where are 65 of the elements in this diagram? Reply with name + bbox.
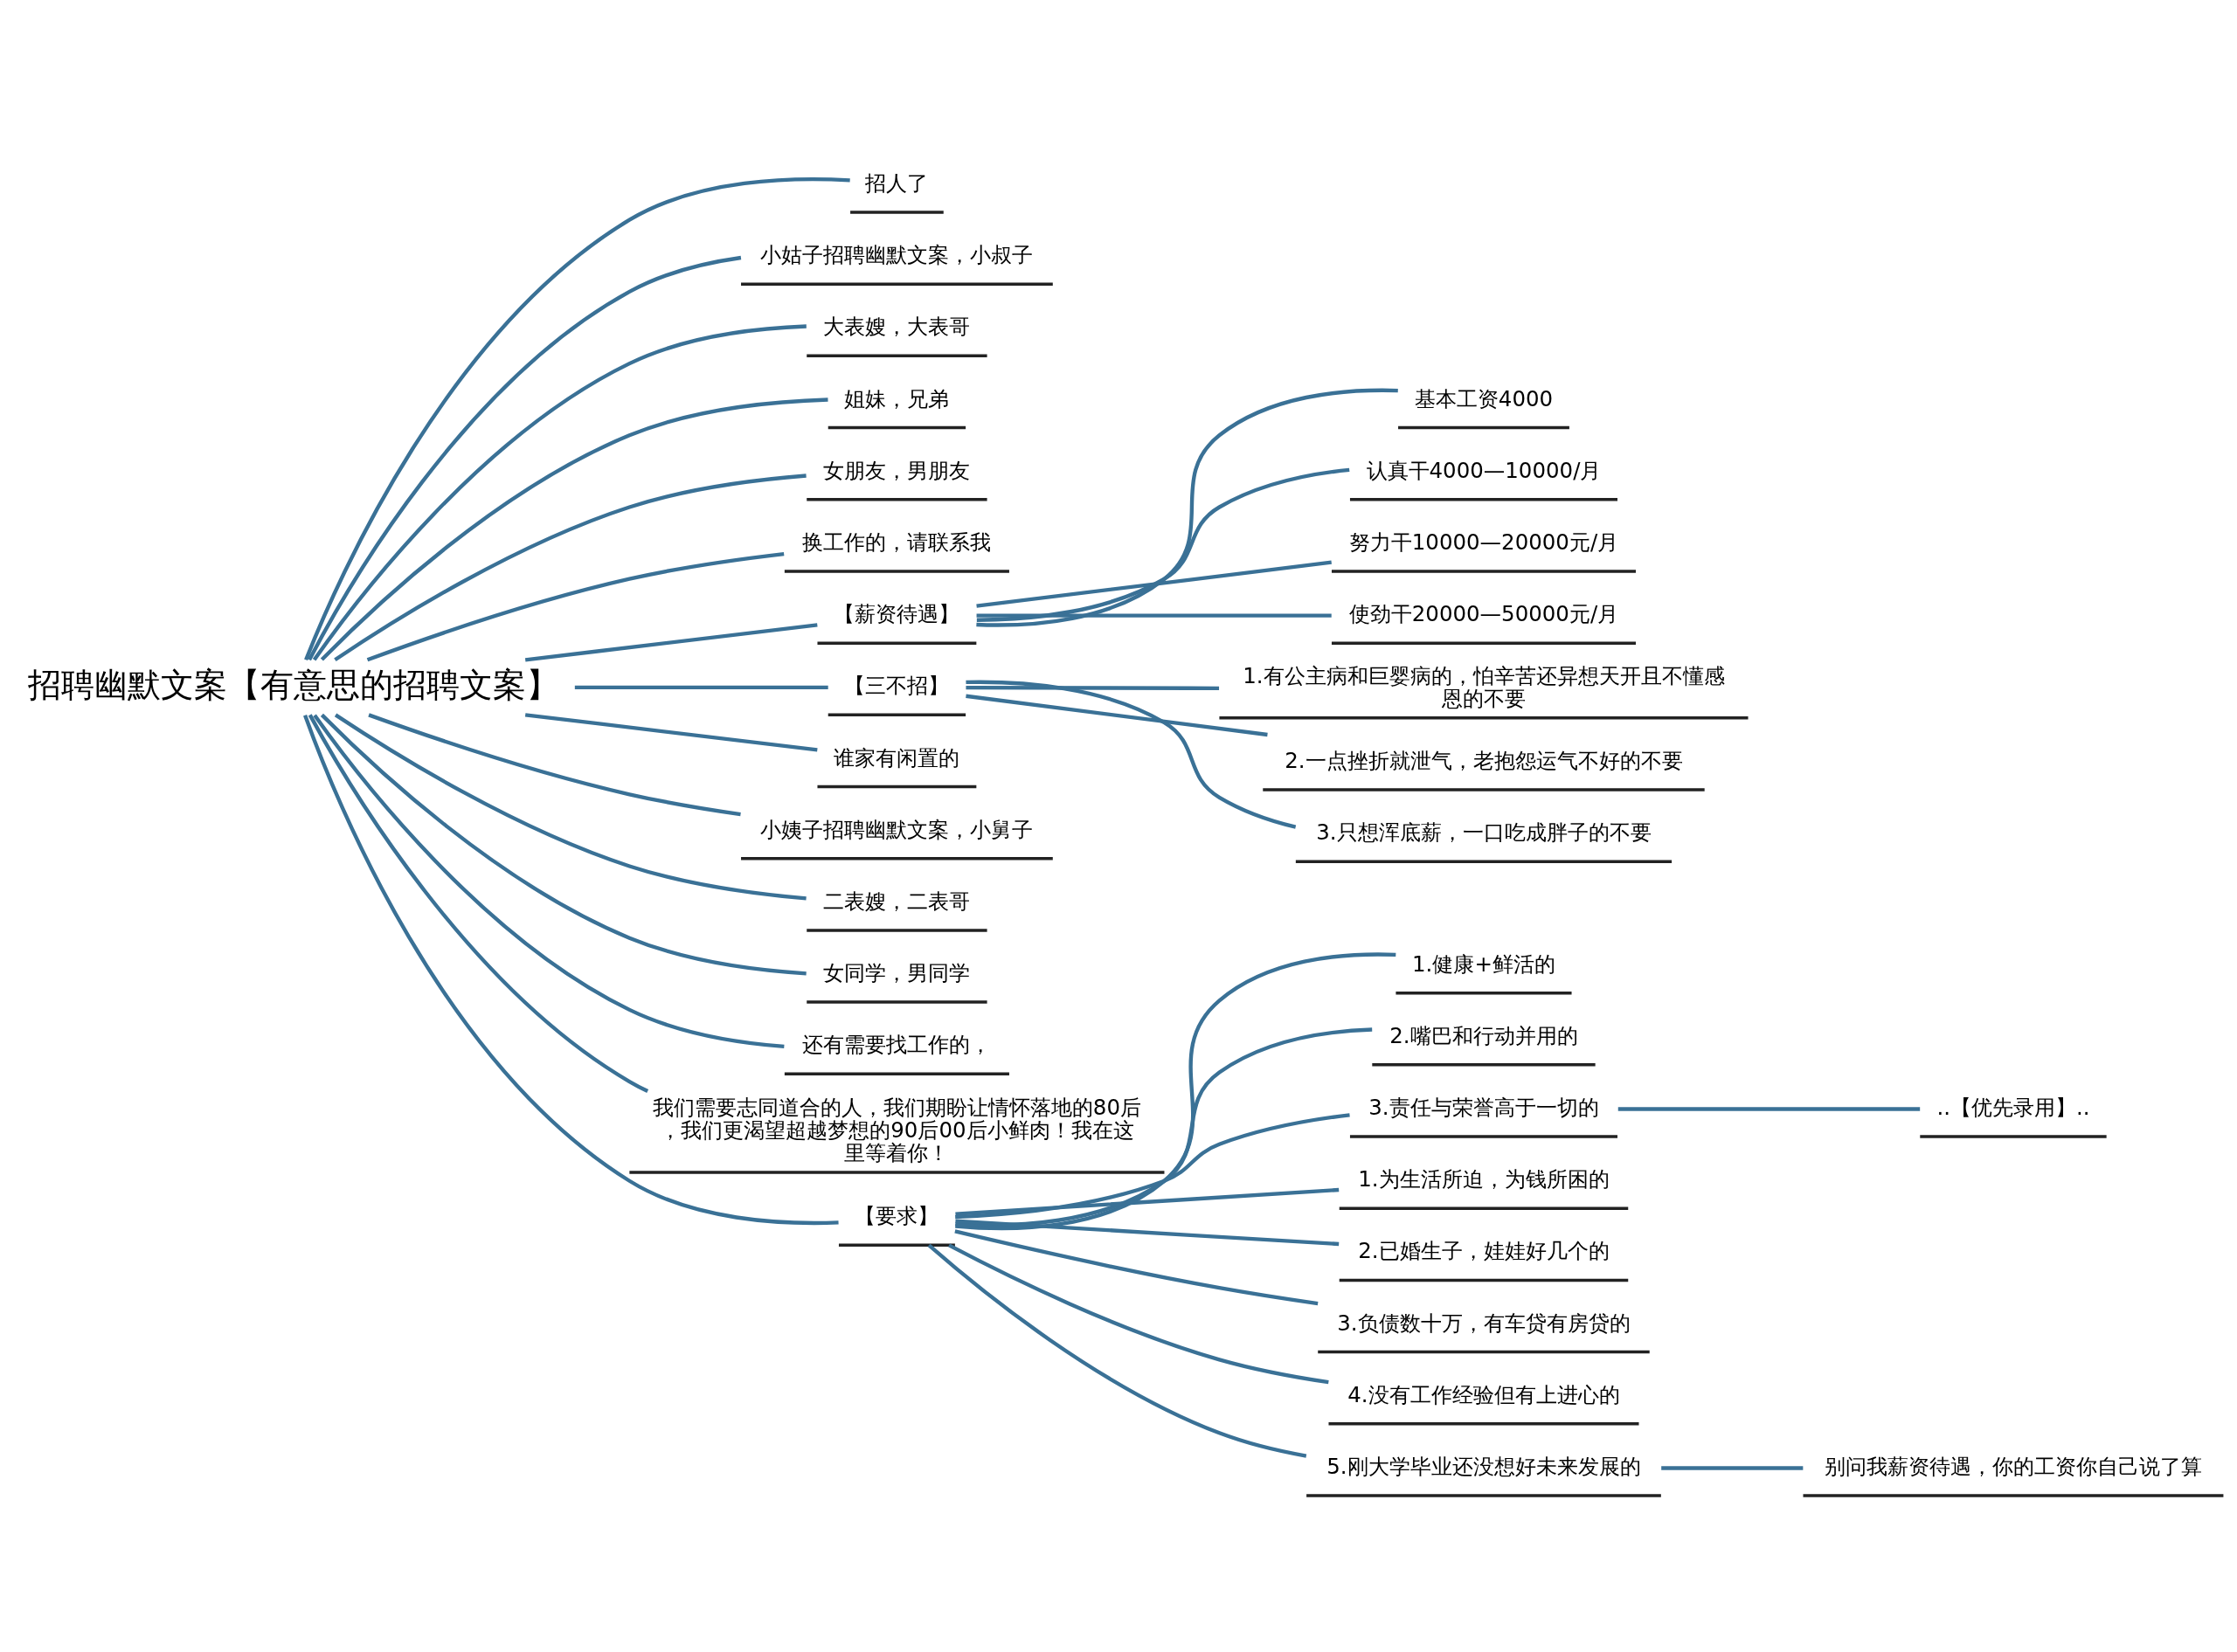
node-text: 小姑子招聘幽默文案，小叔子 xyxy=(760,241,1034,267)
connector xyxy=(976,560,1332,608)
connector xyxy=(927,1243,1307,1458)
node-text: 谁家有闲置的 xyxy=(834,744,960,771)
connector xyxy=(304,176,850,660)
node-text: 5.刚大学毕业还没想好未来发展的 xyxy=(1326,1453,1641,1479)
connector xyxy=(303,714,839,1225)
connector xyxy=(955,1026,1373,1227)
node-text: 【要求】 xyxy=(855,1202,939,1228)
connector xyxy=(955,1112,1350,1219)
connector xyxy=(955,1187,1340,1216)
connector xyxy=(954,1228,1319,1305)
connector xyxy=(334,473,807,661)
connector xyxy=(976,612,1332,618)
connector xyxy=(966,694,1268,736)
connector xyxy=(308,713,649,1093)
node-text: 招人了 xyxy=(865,169,929,196)
node-text: 使劲干20000—50000元/月 xyxy=(1348,600,1619,626)
node-text: 招聘幽默文案【有意思的招聘文案】 xyxy=(28,664,560,704)
node-text: 2.嘴巴和行动并用的 xyxy=(1389,1022,1578,1048)
connector xyxy=(574,685,828,689)
connector xyxy=(320,397,828,661)
node-text: 女朋友，男朋友 xyxy=(823,457,971,483)
node-text: 1.有公主病和巨婴病的，怕辛苦还异想天开且不懂感恩的不要 xyxy=(1243,662,1725,711)
node-text: 1.健康+鲜活的 xyxy=(1412,950,1555,977)
node-text: 2.已婚生子，娃娃好几个的 xyxy=(1358,1237,1610,1263)
connector xyxy=(366,551,785,661)
connector xyxy=(966,680,1297,829)
node-text: 努力干10000—20000元/月 xyxy=(1348,529,1619,555)
node-text: 还有需要找工作的， xyxy=(802,1031,992,1057)
connector xyxy=(368,712,741,816)
connector xyxy=(312,323,807,660)
connector xyxy=(955,951,1396,1230)
node-text: 我们需要志同道合的人，我们期盼让情怀落地的80后，我们更渴望超越梦想的90后00后小鲜肉！我在这里等着你！ xyxy=(652,1094,1141,1165)
connector xyxy=(308,255,742,660)
connector xyxy=(966,685,1220,690)
node-text: 1.为生活所迫，为钱所困的 xyxy=(1358,1165,1610,1192)
connector xyxy=(313,714,785,1048)
node-text: 别问我薪资待遇，你的工资你自己说了算 xyxy=(1824,1453,2202,1479)
node-text: 小姨子招聘幽默文案，小舅子 xyxy=(760,816,1034,842)
node-text: 姐妹，兄弟 xyxy=(844,385,950,411)
connector xyxy=(334,713,807,901)
connector xyxy=(524,622,818,662)
node-text: 二表嫂，二表哥 xyxy=(823,888,971,914)
node-text: 3.只想浑底薪，一口吃成胖子的不要 xyxy=(1316,819,1652,845)
node-text: 4.没有工作经验但有上进心的 xyxy=(1347,1381,1620,1407)
connector xyxy=(976,467,1350,622)
node-text: 2.一点挫折就泄气，老抱怨运气不好的不要 xyxy=(1285,747,1683,773)
connector xyxy=(320,713,807,975)
node-text: 3.责任与荣誉高于一切的 xyxy=(1368,1094,1599,1120)
connector xyxy=(955,1218,1340,1246)
node-text: 大表嫂，大表哥 xyxy=(823,313,971,339)
node-text: 【薪资待遇】 xyxy=(834,600,960,626)
node-text: 基本工资4000 xyxy=(1414,385,1554,411)
connector xyxy=(524,712,818,751)
node-text: 换工作的，请联系我 xyxy=(802,529,992,555)
node-text: 认真干4000—10000/月 xyxy=(1366,457,1602,483)
node-text: ..【优先录用】.. xyxy=(1936,1094,2090,1120)
node-text: 女同学，男同学 xyxy=(823,959,971,985)
connector xyxy=(948,1243,1329,1384)
node-text: 3.负债数十万，有车贷有房贷的 xyxy=(1337,1310,1631,1336)
connector xyxy=(976,388,1398,627)
connector xyxy=(1617,1106,1921,1111)
node-text: 【三不招】 xyxy=(844,672,950,698)
connector xyxy=(1661,1465,1804,1470)
